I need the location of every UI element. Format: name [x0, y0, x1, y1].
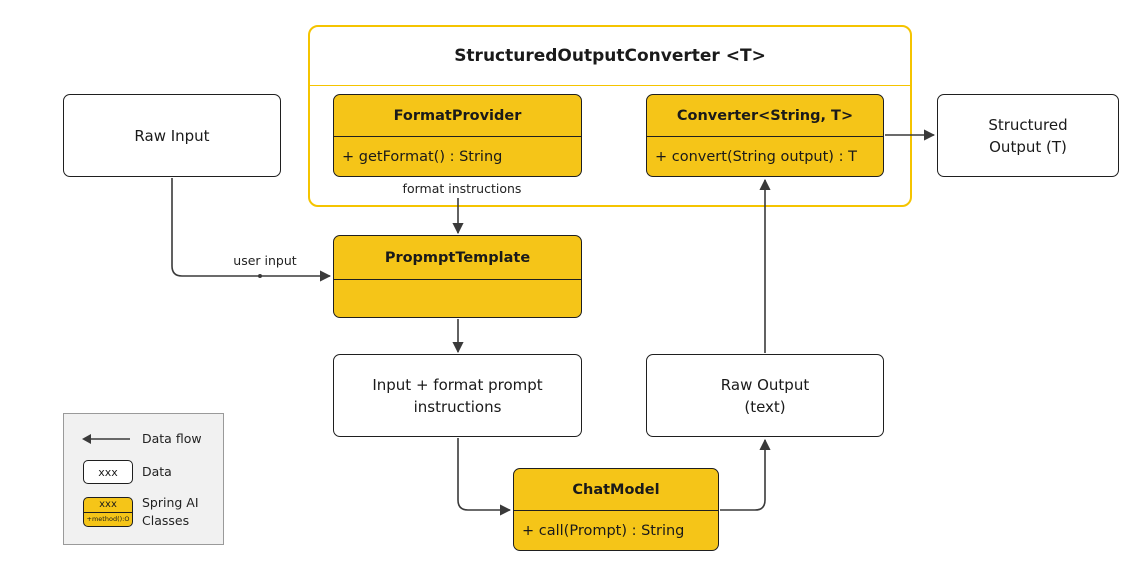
arrow-input-to-chatmodel: [457, 438, 512, 516]
arrow-rawinput-to-template: [171, 178, 332, 282]
raw-input-label: Raw Input: [134, 126, 210, 145]
chat-model-class: ChatModel + call(Prompt) : String: [513, 468, 719, 551]
raw-output-line-2: (text): [744, 397, 786, 416]
legend-data-flow-label: Data flow: [142, 431, 202, 446]
legend-class-sample-method: +method():O: [86, 515, 130, 523]
structured-output-node: Structured Output (T): [937, 94, 1119, 177]
raw-output-node: Raw Output (text): [646, 354, 884, 437]
legend-spring-label-1: Spring AI: [142, 495, 199, 510]
legend-class-sample: xxx +method():O: [83, 497, 133, 527]
user-input-label: user input: [233, 253, 297, 268]
format-provider-class: FormatProvider + getFormat() : String: [333, 94, 582, 177]
legend-data-sample: xxx: [83, 460, 133, 484]
user-input-junction: [258, 274, 262, 278]
input-format-line-2: instructions: [413, 397, 502, 416]
legend-data-flow-arrow: [82, 434, 130, 444]
raw-input-node: Raw Input: [63, 94, 281, 177]
converter-method: + convert(String output) : T: [655, 149, 857, 165]
raw-output-line-1: Raw Output: [720, 375, 810, 394]
legend-data-sample-text: xxx: [98, 465, 118, 479]
structured-output-line-2: Output (T): [989, 137, 1067, 156]
group-title: StructuredOutputConverter <T>: [310, 27, 910, 86]
input-format-line-1: Input + format prompt: [372, 375, 543, 394]
format-instructions-label: format instructions: [402, 181, 522, 196]
format-provider-method: + getFormat() : String: [342, 149, 503, 165]
arrow-chatmodel-to-rawoutput: [720, 438, 771, 511]
chat-model-name: ChatModel: [514, 469, 718, 511]
structured-output-line-1: Structured: [988, 115, 1068, 134]
converter-name: Converter<String, T>: [647, 95, 883, 137]
chat-model-method: + call(Prompt) : String: [522, 523, 685, 539]
legend-data-label: Data: [142, 464, 172, 479]
legend-class-sample-name: xxx: [84, 498, 132, 513]
prompt-template-class: PropmptTemplate: [333, 235, 582, 318]
converter-class: Converter<String, T> + convert(String ou…: [646, 94, 884, 177]
format-provider-name: FormatProvider: [334, 95, 581, 137]
legend-spring-label-2: Classes: [142, 513, 190, 528]
input-format-instructions-node: Input + format prompt instructions: [333, 354, 582, 437]
prompt-template-name: PropmptTemplate: [334, 236, 581, 280]
legend: Data flow xxx Data xxx +method():O Sprin…: [63, 413, 224, 545]
